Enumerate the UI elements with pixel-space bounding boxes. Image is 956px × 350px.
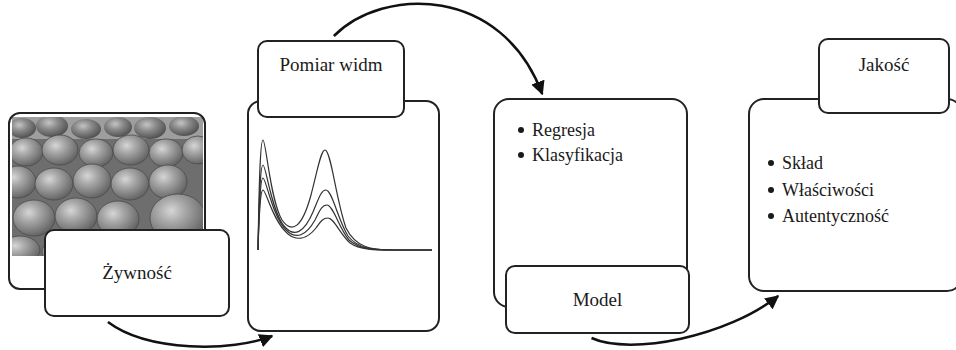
label-box: Jakość [818,38,950,114]
bullet-dot [518,152,524,158]
spectrum-line [258,190,432,250]
bullet-dot [768,160,774,166]
spectrum-line [258,178,432,250]
food-group: Żywność [8,112,230,318]
label-box: Model [505,265,690,334]
tomato [36,117,68,137]
spectra-plot [258,140,432,250]
quality-group: JakośćSkładWłaściwościAutentyczność [748,38,956,292]
spectrum-line [258,140,432,250]
bullet-item: Właściwości [768,179,874,201]
label-box: Żywność [44,229,230,317]
spectrum-line [258,165,432,250]
bullet-text: Regresja [532,119,595,141]
tomato [111,168,149,200]
box-label: Jakość [859,54,910,76]
tomato [73,164,111,198]
bullet-dot [768,187,774,193]
tomato [12,118,36,138]
tomato [104,117,132,137]
tomato [113,135,149,165]
label-box: Pomiar widm [257,40,405,118]
tomato [79,139,113,167]
bullet-item: Skład [768,152,823,174]
bullet-item: Klasyfikacja [518,144,623,166]
bullet-text: Skład [782,152,823,174]
tomato [12,166,36,198]
bullet-item: Regresja [518,119,595,141]
bullet-dot [518,127,524,133]
curved-arrow [108,322,272,347]
tomato [35,168,73,200]
tomato [12,236,40,256]
tomato [182,136,203,164]
bullet-text: Klasyfikacja [532,144,623,166]
box-label: Model [573,289,623,311]
bullet-dot [768,213,774,219]
model-group: RegresjaKlasyfikacjaModel [493,98,690,334]
box-label: Pomiar widm [280,54,383,76]
outline-frame [247,100,440,332]
tomato [169,117,199,136]
spectra-group: Pomiar widm [247,40,440,332]
box-label: Żywność [102,262,172,284]
bullet-text: Właściwości [782,179,874,201]
tomato [134,117,166,139]
tomato [71,119,101,139]
bullet-text: Autentyczność [782,205,889,227]
tomato [42,135,78,165]
bullet-item: Autentyczność [768,205,889,227]
tomato [12,138,43,166]
tomato [149,139,183,167]
